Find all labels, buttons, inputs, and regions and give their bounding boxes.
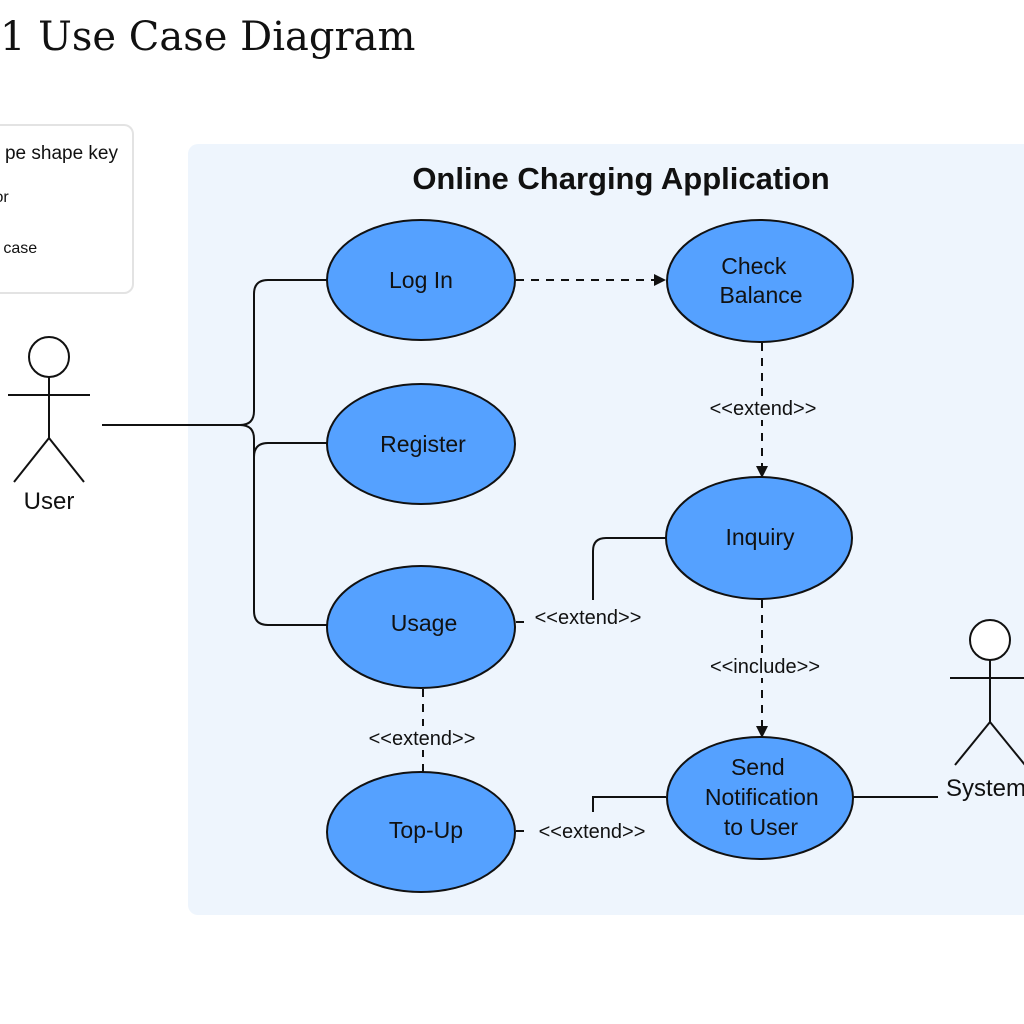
relation-notification-topup-connector <box>592 796 666 812</box>
shape-key-title: pe shape key <box>4 143 118 164</box>
use-case-top-up-shape <box>326 771 516 893</box>
actor-system-left-leg <box>954 721 991 766</box>
use-case-send-notification-line-2: Notification <box>705 784 819 810</box>
label-bg-inquiry-notification <box>698 654 828 678</box>
label-bg-check-inquiry <box>698 396 828 420</box>
stereotype-notification-topup: <<extend>> <box>539 821 646 843</box>
use-case-check-balance-line-1: Check <box>721 253 787 279</box>
use-case-usage-label: Usage <box>391 610 457 636</box>
label-bg-usage-topup <box>358 726 488 750</box>
use-case-send-notification-line-3: to User <box>724 814 798 840</box>
stereotype-usage-topup: <<extend>> <box>369 728 476 750</box>
use-case-send-notification-line-1: Send <box>731 754 785 780</box>
shape-key-actor-label: ctor <box>0 189 9 206</box>
shape-key-legend: pe shape key ctor se case <box>0 124 134 294</box>
use-case-top-up-label: Top-Up <box>389 817 463 843</box>
use-case-inquiry-shape <box>665 476 853 600</box>
use-case-send-notification-label: Send Notification to User <box>705 754 825 840</box>
relation-inquiry-usage-connector <box>592 537 666 600</box>
use-case-check-balance-line-2: Balance <box>719 282 802 308</box>
system-boundary <box>188 144 1024 915</box>
actor-user-label: User <box>24 488 75 515</box>
actor-system-label: System <box>946 775 1024 802</box>
actor-user: User <box>8 336 90 515</box>
association-user-log-in <box>102 279 328 426</box>
association-user-register <box>253 442 328 458</box>
use-case-usage-line: Usage <box>391 610 457 636</box>
use-case-inquiry-label: Inquiry <box>725 524 795 550</box>
use-case-log-in-label: Log In <box>389 267 453 293</box>
use-case-top-up[interactable]: Top-Up <box>326 771 516 893</box>
use-case-inquiry-line: Inquiry <box>725 524 795 550</box>
actor-user-right-leg <box>48 437 85 483</box>
use-case-register[interactable]: Register <box>326 383 516 505</box>
use-case-check-balance-shape <box>666 219 854 343</box>
shape-key-use-case-label: se case <box>0 240 38 257</box>
stereotype-inquiry-usage: <<extend>> <box>535 607 642 629</box>
use-case-register-label: Register <box>380 431 466 457</box>
use-case-check-balance[interactable]: Check Balance <box>666 219 854 343</box>
use-case-log-in-line: Log In <box>389 267 453 293</box>
system-boundary-title: Online Charging Application <box>412 161 829 196</box>
use-case-check-balance-label: Check Balance <box>719 253 802 308</box>
use-case-send-notification[interactable]: Send Notification to User <box>666 736 854 860</box>
use-case-send-notification-shape <box>666 736 854 860</box>
page-title: 1 Use Case Diagram <box>0 14 416 60</box>
use-case-top-up-line: Top-Up <box>389 817 463 843</box>
actor-system-head <box>969 619 1011 661</box>
actor-user-head <box>28 336 70 378</box>
stereotype-inquiry-notification: <<include>> <box>710 656 820 678</box>
use-case-log-in-shape <box>326 219 516 341</box>
use-case-register-shape <box>326 383 516 505</box>
actor-system-right-leg <box>989 721 1024 766</box>
actor-user-left-leg <box>13 437 50 483</box>
stereotype-check-balance-inquiry: <<extend>> <box>710 398 817 420</box>
use-case-inquiry[interactable]: Inquiry <box>665 476 853 600</box>
use-case-log-in[interactable]: Log In <box>326 219 516 341</box>
use-case-register-line: Register <box>380 431 466 457</box>
use-case-usage[interactable]: Usage <box>326 565 516 689</box>
actor-system: System <box>946 619 1024 802</box>
use-case-usage-shape <box>326 565 516 689</box>
association-user-usage <box>239 424 328 626</box>
